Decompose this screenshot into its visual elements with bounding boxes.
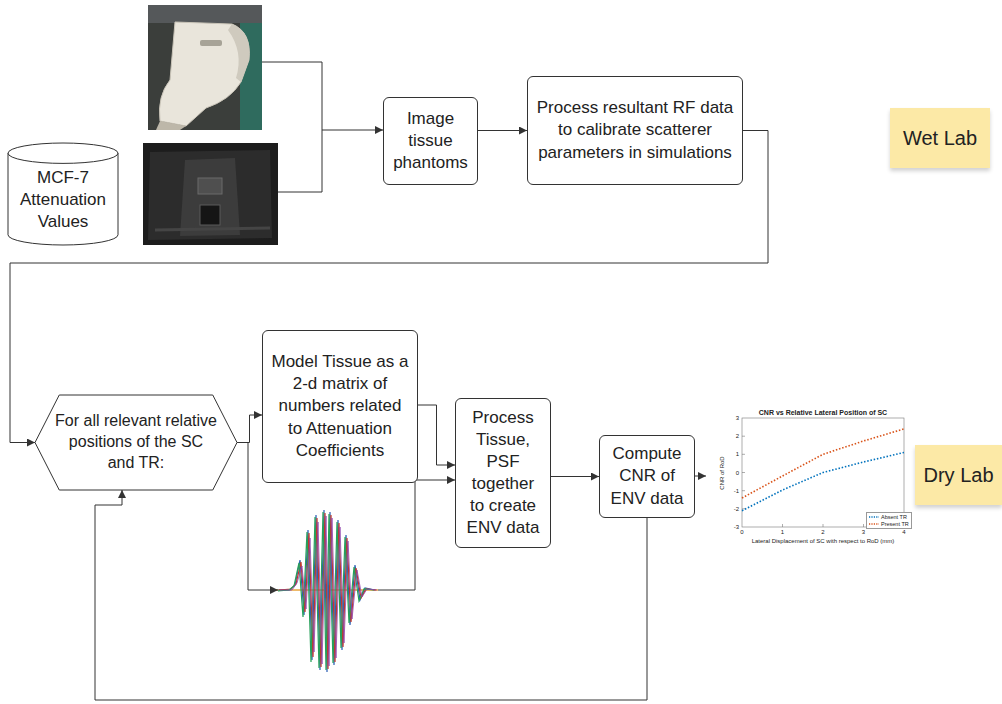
process-box: Model Tissue as a 2-d matrix of numbers … [262,330,418,483]
tick-label: 2 [821,529,824,536]
tick-label: 1 [736,451,739,458]
phantom-photo [143,143,278,245]
legend-row: Absent TR [869,514,909,521]
legend-sample [869,515,879,519]
node-text: Model Tissue as a 2-d matrix of numbers … [271,351,409,461]
loop-hexagon: For all relevant relative positions of t… [35,395,237,490]
tick-label: -1 [734,487,739,494]
photo-wire [262,62,383,192]
process-box: Process resultant RF data to calibrate s… [527,76,743,185]
process-box: Image tissue phantoms [383,97,478,185]
tick-label: 4 [902,529,905,536]
legend-text: Present TR [881,521,909,528]
tick-label: 3 [736,415,739,422]
tick-label: -3 [734,524,739,531]
node-text: Wet Lab [903,125,977,151]
sticky-note: Dry Lab [915,445,1002,505]
process-box: Compute CNR of ENV data [599,435,695,518]
sticky-note: Wet Lab [890,108,990,168]
node-text: Compute CNR of ENV data [608,443,686,509]
legend-row: Present TR [869,521,909,528]
node-text: Image tissue phantoms [392,108,469,174]
tick-label: 1 [781,529,784,536]
flow-arrow [478,130,527,131]
flow-arrow [237,415,262,443]
process-box: Process Tissue, PSF together to create E… [455,398,551,548]
node-text: Process Tissue, PSF together to create E… [464,407,542,540]
node-text: MCF-7 Attenuation Values [14,167,112,233]
tick-label: 2 [736,433,739,440]
node-text: Process resultant RF data to calibrate s… [536,97,734,163]
node-text: Dry Lab [923,462,993,488]
flow-arrow [418,405,455,465]
tick-label: 3 [862,529,865,536]
tick-label: -2 [734,506,739,513]
flow-arrow [95,490,647,700]
legend-sample [869,522,879,526]
flow-arrow [551,476,599,477]
tick-label: 0 [740,529,743,536]
chart-legend: Absent TRPresent TR [866,512,912,529]
probe-photo [148,5,262,130]
node-text: For all relevant relative positions of t… [55,411,217,473]
axis-label: CNR of RoD [719,456,726,489]
legend-text: Absent TR [881,514,907,521]
axis-label: Lateral Displacement of SC with respect … [752,538,895,545]
chart-title: CNR vs Relative Lateral Position of SC [759,409,887,417]
psf-waveform [276,510,378,672]
data-cylinder: MCF-7 Attenuation Values [8,143,118,245]
cnr-chart [706,405,912,548]
tick-label: 0 [736,469,739,476]
